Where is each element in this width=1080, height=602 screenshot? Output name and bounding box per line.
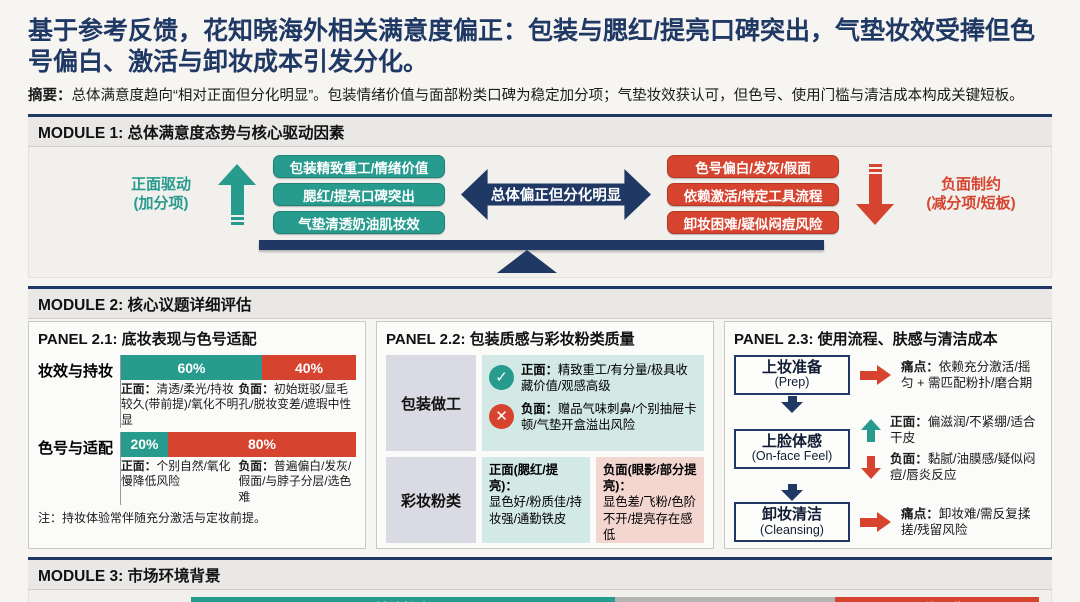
negative-bar-segment: 40%	[262, 355, 356, 380]
positive-note: 正面：个别自然/氧化慢降低风险	[121, 458, 231, 489]
negative-bar-segment: 80%	[168, 431, 356, 457]
prep-step-row: 上妆准备 (Prep) 痛点：依赖充分激活/摇匀 + 需匹配粉扑/磨合期	[734, 355, 1042, 395]
negative-drive-label: 负面制约 (减分项/短板)	[926, 175, 1016, 212]
onface-step-row: 上脸体感 (On-face Feel) 正面：偏滋润/不紧绷/适合干皮 负面：黏…	[734, 414, 1042, 483]
right-arrow-icon	[860, 512, 891, 533]
panel-2-3-title: PANEL 2.3: 使用流程、肤感与清洁成本	[734, 331, 998, 348]
panel-2-1-note: 注：持妆体验常伴随充分激活与定妆前提。	[38, 510, 267, 525]
powder-negative: 负面(眼影/部分提亮)：显色差/飞粉/色阶不开/提亮存在感低	[596, 457, 704, 543]
balance-fulcrum-icon	[497, 250, 557, 273]
makeup-lasting-row: 妆效与持妆 60% 40% 正面：清透/柔光/持妆较久(带前提)/氧化不明显 负…	[38, 355, 356, 428]
flow-down-arrow-icon	[734, 484, 850, 502]
negative-note: 负面：初始斑驳/显毛孔/脱妆变差/遮瑕中性	[238, 382, 352, 412]
module-3-body: 海外渠道可得性 触达扩大 履约不稳 加拿大/英国(Boots)/北美快闪/海外平…	[28, 590, 1052, 602]
negative-factor-pill: 卸妆困难/疑似闷痘风险	[667, 211, 839, 234]
packaging-negative: 负面：赠品气味刺鼻/个别抽屉卡顿/气垫开盒溢出风险	[521, 401, 697, 432]
positive-factor-pill: 腮红/提亮口碑突出	[273, 183, 445, 206]
panel-2-1-title: PANEL 2.1: 底妆表现与色号适配	[38, 331, 257, 348]
onface-positive-text: 正面：偏滋润/不紧绷/适合干皮	[890, 415, 1036, 446]
module-1: MODULE 1: 总体满意度态势与核心驱动因素 正面驱动 (加分项) 包装精致…	[28, 114, 1052, 278]
flow-down-arrow-icon	[734, 396, 850, 413]
powder-positive: 正面(腮红/提亮)：显色好/粉质佳/持妆强/通勤铁皮	[482, 457, 590, 543]
down-arrow-icon	[855, 164, 895, 225]
cleansing-step-box: 卸妆清洁 (Cleansing)	[734, 502, 850, 543]
panel-2-1: PANEL 2.1: 底妆表现与色号适配 妆效与持妆 60% 40% 正面：清透…	[28, 321, 366, 549]
negative-note: 负面：普遍偏白/发灰/假面/与脖子分层/选色难	[238, 458, 352, 504]
module-3-header: MODULE 3: 市场环境背景	[28, 557, 1052, 590]
balance-beam	[259, 240, 824, 250]
summary-label: 摘要：	[28, 88, 72, 104]
panel-2-2: PANEL 2.2: 包装质感与彩妆粉类质量 包装做工 ✓ 正面：精致重工/有分…	[376, 321, 714, 549]
panel-2-3: PANEL 2.3: 使用流程、肤感与清洁成本 上妆准备 (Prep) 痛点：依…	[724, 321, 1052, 549]
reach-expansion-segment: 触达扩大	[191, 597, 615, 602]
module-2: MODULE 2: 核心议题详细评估 PANEL 2.1: 底妆表现与色号适配 …	[28, 286, 1052, 549]
summary-line: 摘要：总体满意度趋向“相对正面但分化明显”。包装情绪价值与面部粉类口碑为稳定加分…	[28, 84, 1052, 105]
cleansing-step-row: 卸妆清洁 (Cleansing) 痛点：卸妆难/需反复揉搓/残留风险	[734, 502, 1042, 543]
mini-down-arrow-icon	[860, 455, 882, 479]
onface-negative-text: 负面：黏腻/油膜感/疑似闷痘/唇炎反应	[890, 451, 1036, 483]
module-1-body: 正面驱动 (加分项) 包装精致重工/情绪价值 腮红/提亮口碑突出 气垫清透奶油肌…	[28, 147, 1052, 278]
channel-availability-bar: 触达扩大 履约不稳	[191, 597, 1039, 602]
up-arrow-icon	[217, 164, 257, 225]
panel-2-2-title: PANEL 2.2: 包装质感与彩妆粉类质量	[386, 331, 635, 348]
packaging-label: 包装做工	[386, 355, 476, 451]
positive-bar-segment: 20%	[121, 431, 168, 457]
negative-factor-pill: 依赖激活/特定工具流程	[667, 183, 839, 206]
positive-drive-label: 正面驱动 (加分项)	[130, 175, 191, 212]
module-1-header: MODULE 1: 总体满意度态势与核心驱动因素	[28, 114, 1052, 147]
double-arrow-icon: 总体偏正但分化明显	[461, 168, 651, 221]
prep-pain-text: 痛点：依赖充分激活/摇匀 + 需匹配粉扑/磨合期	[901, 359, 1033, 390]
x-icon: ✕	[489, 403, 514, 429]
packaging-row: 包装做工 ✓ 正面：精致重工/有分量/极具收藏价值/观感高级 ✕ 负面：赠品气味…	[386, 355, 704, 451]
shade-match-row: 色号与适配 20% 80% 正面：个别自然/氧化慢降低风险 负面：普遍偏白/发灰…	[38, 431, 356, 505]
onface-step-box: 上脸体感 (On-face Feel)	[734, 428, 850, 469]
mini-up-arrow-icon	[860, 418, 882, 442]
makeup-lasting-bar: 60% 40%	[121, 355, 356, 380]
positive-factor-pill: 包装精致重工/情绪价值	[273, 155, 445, 178]
cleansing-pain-text: 痛点：卸妆难/需反复揉搓/残留风险	[901, 507, 1031, 538]
positive-bar-segment: 60%	[121, 355, 262, 380]
negative-factor-pill: 色号偏白/发灰/假面	[667, 155, 839, 178]
check-icon: ✓	[489, 365, 514, 390]
positive-note: 正面：清透/柔光/持妆较久(带前提)/氧化不明显	[121, 382, 239, 427]
module-2-header: MODULE 2: 核心议题详细评估	[28, 286, 1052, 319]
module-3: MODULE 3: 市场环境背景 海外渠道可得性 触达扩大 履约不稳 加拿大/英…	[28, 557, 1052, 602]
powder-label: 彩妆粉类	[386, 457, 476, 543]
negative-factor-list: 色号偏白/发灰/假面 依赖激活/特定工具流程 卸妆困难/疑似闷痘风险	[667, 155, 839, 234]
powder-row: 彩妆粉类 正面(腮红/提亮)：显色好/粉质佳/持妆强/通勤铁皮 负面(眼影/部分…	[386, 457, 704, 543]
packaging-positive: 正面：精致重工/有分量/极具收藏价值/观感高级	[521, 363, 688, 393]
fulfillment-unstable-segment: 履约不稳	[835, 597, 1039, 602]
prep-step-box: 上妆准备 (Prep)	[734, 355, 850, 395]
shade-match-bar: 20% 80%	[121, 431, 356, 457]
right-arrow-icon	[860, 365, 891, 385]
positive-factor-list: 包装精致重工/情绪价值 腮红/提亮口碑突出 气垫清透奶油肌妆效	[273, 155, 445, 234]
neutral-segment	[615, 597, 836, 602]
positive-factor-pill: 气垫清透奶油肌妆效	[273, 211, 445, 234]
page-title: 基于参考反馈，花知晓海外相关满意度偏正：包装与腮红/提亮口碑突出，气垫妆效受捧但…	[28, 17, 1035, 76]
channel-availability-label: 海外渠道可得性	[41, 599, 191, 602]
center-verdict-label: 总体偏正但分化明显	[490, 188, 622, 204]
summary-text: 总体满意度趋向“相对正面但分化明显”。包装情绪价值与面部粉类口碑为稳定加分项；气…	[71, 88, 1024, 104]
